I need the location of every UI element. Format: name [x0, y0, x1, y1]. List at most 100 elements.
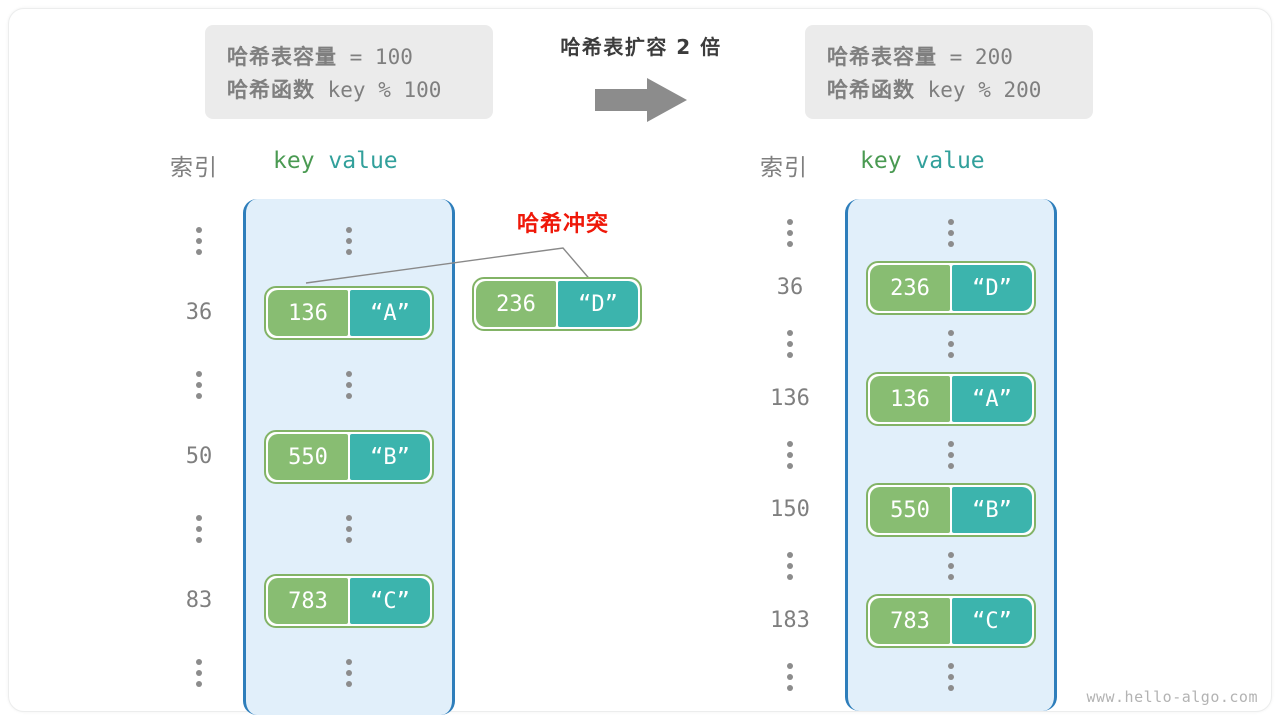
- key-cell: 550: [268, 434, 348, 480]
- table-row: 136“A”: [246, 286, 452, 340]
- capacity-label-before: 哈希表容量: [227, 45, 337, 69]
- capacity-label-after: 哈希表容量: [827, 45, 937, 69]
- value-cell: “A”: [350, 290, 430, 336]
- index-label: 136: [770, 386, 810, 412]
- bucket-ellipsis: [246, 649, 452, 697]
- key-cell: 550: [870, 487, 950, 534]
- index-label: 183: [770, 608, 810, 634]
- ellipsis-icon: [346, 217, 352, 265]
- kv-pair: 236 “D”: [472, 277, 642, 331]
- ellipsis-icon: [948, 209, 954, 257]
- table-row: 783“C”: [848, 594, 1054, 649]
- card-frame: [8, 8, 1272, 712]
- collision-entry-node: 236 “D”: [472, 277, 642, 331]
- bucket-ellipsis: [848, 209, 1054, 257]
- ellipsis-icon: [346, 649, 352, 697]
- index-label: 150: [770, 497, 810, 523]
- ellipsis-icon: [948, 320, 954, 368]
- index-ellipsis: [159, 217, 239, 265]
- hashfunc-line-before: 哈希函数 key % 100: [227, 74, 471, 107]
- kv-pair: 783“C”: [264, 574, 434, 628]
- table-row: 550“B”: [848, 483, 1054, 538]
- hashfunc-label-after: 哈希函数: [827, 78, 915, 102]
- kv-pair: 783“C”: [866, 594, 1036, 649]
- bucket-ellipsis: [246, 217, 452, 265]
- bucket-ellipsis: [848, 542, 1054, 590]
- table-row: 136“A”: [848, 372, 1054, 427]
- info-box-before: 哈希表容量 = 100 哈希函数 key % 100: [205, 25, 493, 119]
- index-label: 36: [185, 300, 213, 325]
- column-label-key-right: key: [860, 148, 902, 174]
- index-ellipsis: [750, 653, 830, 701]
- bucket-ellipsis: [848, 320, 1054, 368]
- hash-table-before: 136“A” 550“B” 783“C”: [243, 199, 455, 715]
- ellipsis-icon: [159, 505, 239, 553]
- value-cell: “B”: [952, 487, 1032, 534]
- column-label-value-left: value: [328, 148, 398, 174]
- key-cell: 136: [870, 376, 950, 423]
- column-label-key-left: key: [273, 148, 315, 174]
- index-ellipsis: [159, 505, 239, 553]
- kv-pair: 236“D”: [866, 261, 1036, 316]
- index-label: 36: [776, 275, 804, 301]
- right-arrow-icon: [595, 78, 687, 122]
- key-cell: 783: [870, 598, 950, 645]
- index-label: 83: [185, 588, 213, 613]
- index-ellipsis: [750, 209, 830, 257]
- key-cell: 783: [268, 578, 348, 624]
- hashfunc-value-after: key % 200: [915, 78, 1042, 102]
- table-row: 783“C”: [246, 574, 452, 628]
- table-row: 550“B”: [246, 430, 452, 484]
- ellipsis-icon: [948, 542, 954, 590]
- bucket-ellipsis: [848, 431, 1054, 479]
- ellipsis-icon: [159, 649, 239, 697]
- ellipsis-icon: [159, 217, 239, 265]
- capacity-line-before: 哈希表容量 = 100: [227, 41, 471, 74]
- value-cell: “D”: [558, 281, 638, 327]
- value-cell: “C”: [350, 578, 430, 624]
- capacity-value-before: = 100: [337, 45, 413, 69]
- key-cell: 236: [870, 265, 950, 312]
- key-cell: 236: [476, 281, 556, 327]
- kv-pair: 136“A”: [264, 286, 434, 340]
- hashfunc-line-after: 哈希函数 key % 200: [827, 74, 1071, 107]
- watermark: www.hello-algo.com: [1086, 688, 1258, 706]
- value-cell: “B”: [350, 434, 430, 480]
- column-label-index-left: 索引: [170, 155, 218, 181]
- ellipsis-icon: [346, 361, 352, 409]
- index-ellipsis: [750, 320, 830, 368]
- ellipsis-icon: [346, 505, 352, 553]
- ellipsis-icon: [750, 320, 830, 368]
- value-cell: “C”: [952, 598, 1032, 645]
- kv-pair: 550“B”: [866, 483, 1036, 538]
- page-title: 哈希表扩容 2 倍: [560, 35, 722, 59]
- hashfunc-label-before: 哈希函数: [227, 78, 315, 102]
- ellipsis-icon: [750, 209, 830, 257]
- kv-pair: 550“B”: [264, 430, 434, 484]
- table-row: 236“D”: [848, 261, 1054, 316]
- index-ellipsis: [750, 431, 830, 479]
- column-header-index-right: 索引: [760, 148, 808, 182]
- bucket-ellipsis: [848, 653, 1054, 701]
- value-cell: “A”: [952, 376, 1032, 423]
- value-cell: “D”: [952, 265, 1032, 312]
- bucket-ellipsis: [246, 361, 452, 409]
- bucket-ellipsis: [246, 505, 452, 553]
- hashfunc-value-before: key % 100: [315, 78, 442, 102]
- ellipsis-icon: [948, 431, 954, 479]
- capacity-value-after: = 200: [937, 45, 1013, 69]
- index-ellipsis: [159, 649, 239, 697]
- collision-label: 哈希冲突: [516, 212, 609, 237]
- column-header-index-left: 索引: [170, 148, 218, 182]
- ellipsis-icon: [948, 653, 954, 701]
- index-ellipsis: [750, 542, 830, 590]
- column-header-kv-right: key value: [860, 148, 985, 174]
- ellipsis-icon: [159, 361, 239, 409]
- column-header-kv-left: key value: [273, 148, 398, 174]
- index-ellipsis: [159, 361, 239, 409]
- kv-pair: 136“A”: [866, 372, 1036, 427]
- info-box-after: 哈希表容量 = 200 哈希函数 key % 200: [805, 25, 1093, 119]
- hash-table-after: 236“D” 136“A” 550“B” 783“C”: [845, 199, 1057, 711]
- key-cell: 136: [268, 290, 348, 336]
